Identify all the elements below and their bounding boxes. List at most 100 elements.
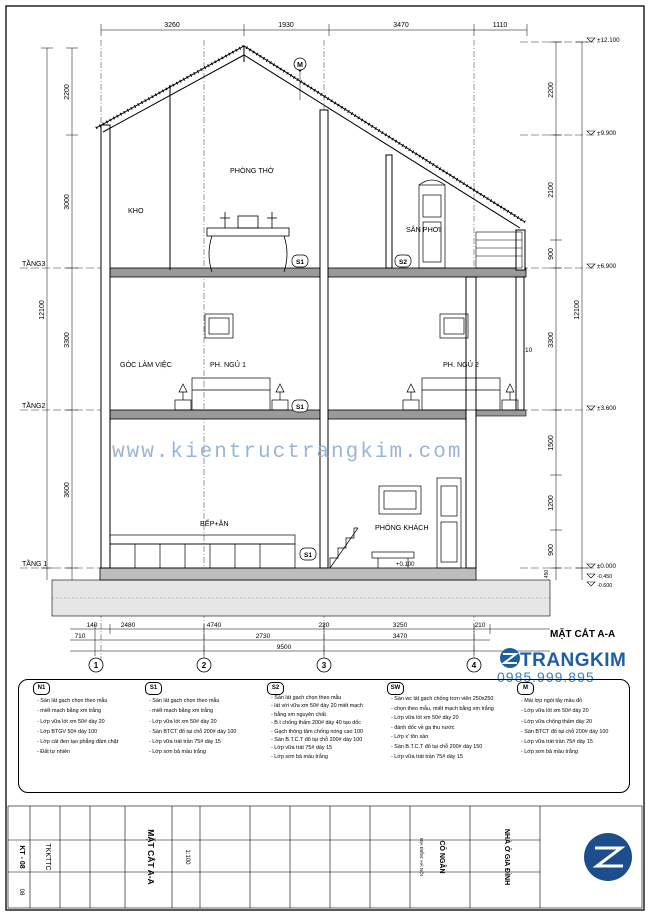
- dim-right-6: 1200: [548, 495, 555, 511]
- note-line: Lớp vữa chống thấm dày 20: [521, 717, 627, 727]
- dim-top-3: 3470: [393, 22, 409, 29]
- note-line: Sàn lát gạch chọn theo mẫu: [271, 694, 381, 702]
- floor-tag-2: S2: [399, 259, 407, 266]
- floor-label-2: TẦNG2: [22, 400, 45, 410]
- room-phong-tho: PHÒNG THỜ: [230, 166, 274, 175]
- note-line: Lớp vữa lót xm 50# dày 20: [521, 706, 627, 716]
- note-tag: SW: [387, 682, 404, 695]
- note-tag: N1: [33, 682, 50, 695]
- note-line: miết mạch bằng xm trắng: [37, 706, 135, 716]
- note-line: Lớp vữa lót xm 50# dày 20: [37, 717, 135, 727]
- watermark: www.kientructrangkim.com: [112, 441, 463, 464]
- note-tag: M: [517, 682, 534, 695]
- floor-label-1: TẦNG 1: [22, 558, 47, 568]
- note-line: Lớp vữa trát trần 75# dày 15: [521, 737, 627, 747]
- note-line: Đất tự nhiên: [37, 747, 135, 757]
- grid-axis-3: 3: [322, 661, 327, 670]
- note-tag: S2: [267, 682, 284, 695]
- note-line: Mái lợp ngói tây mầu đỏ: [521, 696, 627, 706]
- top-dimensions: [100, 24, 528, 36]
- note-line: Lớp vữa trát trần 75# dày 15: [149, 737, 259, 747]
- note-line: Sàn B.T.C.T đổ tại chỗ 200# dày 150: [391, 743, 513, 753]
- dim-bottom-1: 140: [87, 622, 98, 629]
- roof-tiles: [95, 44, 526, 224]
- level-label-5: ±0.000: [597, 563, 616, 570]
- dim-bottom-8: 2730: [256, 633, 271, 640]
- right-dimensions: [550, 41, 588, 580]
- ground-slab: [99, 567, 477, 581]
- dim-bottom-3: 4740: [207, 622, 222, 629]
- dim-right-small-1: 450: [544, 570, 550, 579]
- floor-tag-4: S1: [304, 552, 312, 559]
- note-line: Sàn lát gạch chọn theo mẫu: [37, 696, 135, 706]
- note-line: đánh dốc về ga thu nước: [391, 724, 513, 734]
- note-line: Lớp sơn bả mầu trắng: [149, 747, 259, 757]
- dim-right-1: 2200: [548, 82, 555, 98]
- note-m: M Mái lợp ngói tây mầu đỏ Lớp vữa lót xm…: [517, 682, 627, 758]
- dim-right-total: 12100: [574, 300, 581, 320]
- note-line: lát với vữa xm 50# dày 20 miết mạch: [271, 702, 381, 710]
- ground: [51, 579, 551, 617]
- note-line: Sàn lát gạch chọn theo mẫu: [149, 696, 259, 706]
- level-label-3: +6.900: [597, 263, 617, 270]
- note-line: chọn theo mẫu, miết mạch bằng xm trắng: [391, 705, 513, 715]
- dim-bottom-2: 2480: [121, 622, 136, 629]
- note-line: B.t chống thấm 200# dày 40 tạo dốc: [271, 719, 381, 727]
- dim-top-2: 1930: [278, 22, 294, 29]
- design-stage: TKKTTC: [44, 843, 51, 870]
- room-kho: KHO: [128, 206, 144, 215]
- note-line: Lớp cát đen tạo phẳng đầm chặt: [37, 737, 135, 747]
- level-label-4: +3.600: [597, 405, 617, 412]
- balcony-railing: [475, 231, 523, 269]
- sheet-number: KT - 08: [18, 845, 25, 868]
- note-line: Gạch thông tâm chống nóng cao 100: [271, 728, 381, 736]
- note-line: Sàn B.T.C.T đổ tại chỗ 200# dày 100: [271, 736, 381, 744]
- sheet-sub: 08: [18, 889, 24, 896]
- note-line: bằng xm nguyên chất: [271, 711, 381, 719]
- note-line: Sàn BTCT đổ tại chỗ 200# dày 100: [521, 727, 627, 737]
- note-line: Lớp vữa trát 75# dày 15: [271, 744, 381, 752]
- dim-right-3: 900: [548, 248, 555, 260]
- roof-tag: M: [297, 62, 303, 69]
- note-line: Lớp vữa lót xm 50# dày 20: [149, 717, 259, 727]
- left-dimensions: [41, 47, 78, 580]
- note-line: Lớp sơn bả mầu trắng: [271, 753, 381, 761]
- note-n1: N1 Sàn lát gạch chọn theo mẫu miết mạch …: [33, 682, 135, 758]
- stairs: [329, 527, 359, 569]
- dim-bottom-7: 710: [75, 633, 86, 640]
- room-floor-level: +0.100: [396, 562, 415, 568]
- brand-phone: 0985.999.895: [497, 669, 595, 685]
- dim-right-7: 900: [548, 544, 555, 556]
- note-line: Sàn BTCT đổ tại chỗ 200# dày 100: [149, 727, 259, 737]
- company-logo-icon: [584, 833, 632, 881]
- dim-top-1: 3260: [164, 22, 180, 29]
- level-label-2: +9.900: [597, 130, 617, 137]
- floor-label-3: TẦNG3: [22, 258, 45, 268]
- grid-axis-1: 1: [94, 661, 99, 670]
- dim-top-4: 1110: [493, 22, 508, 29]
- grid-lines: [100, 40, 475, 660]
- dim-left-3: 3300: [64, 332, 71, 348]
- note-s2: S2 Sàn lát gạch chọn theo mẫu lát với vữ…: [267, 682, 381, 761]
- level-markers: [586, 37, 596, 587]
- bottom-dimensions: [70, 624, 550, 656]
- room-ngu-1: PH. NGỦ 1: [210, 360, 246, 369]
- note-line: miết mạch bằng xm trắng: [149, 706, 259, 716]
- grid-axis-2: 2: [202, 661, 207, 670]
- note-tag: S1: [145, 682, 162, 695]
- room-khach: PHÒNG KHÁCH: [375, 523, 429, 532]
- kitchen-cabinets: [109, 534, 296, 569]
- room-goc-lam-viec: GÓC LÀM VIỆC: [120, 360, 172, 369]
- brand-logo-icon: [500, 648, 520, 668]
- brand-name: TRANGKIM: [520, 650, 627, 671]
- scale: 1:100: [184, 849, 190, 865]
- finish-notes: N1 Sàn lát gạch chọn theo mẫu miết mạch …: [18, 679, 630, 793]
- floor-tag-markers: [291, 254, 412, 561]
- title-block: [7, 805, 643, 909]
- level-label-1: +12.100: [597, 37, 620, 44]
- note-line: Lớp vữa lót xm 50# dày 20: [391, 714, 513, 724]
- floor-tag-3: S1: [296, 404, 304, 411]
- room-bep-an: BẾP+ĂN: [200, 518, 229, 528]
- owner: CÔ NGÂN: [438, 840, 447, 873]
